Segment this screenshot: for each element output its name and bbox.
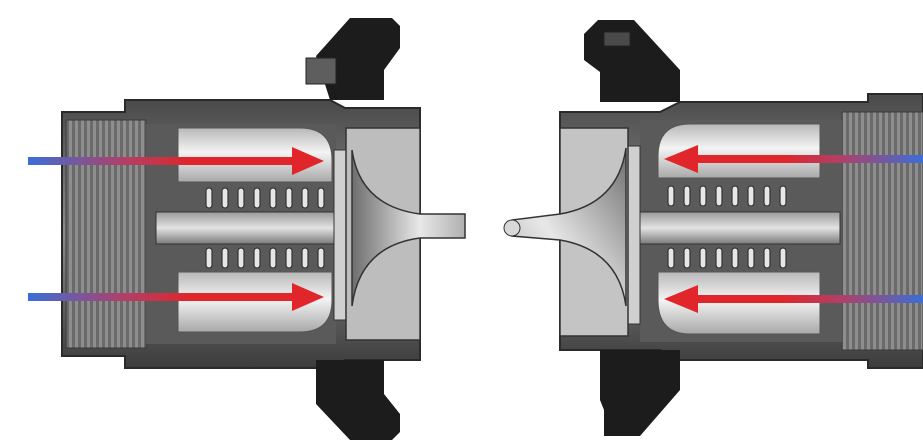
left-valve-seat (333, 149, 347, 321)
left-spring-lower (205, 247, 325, 269)
right-thread-bore (841, 111, 923, 351)
right-collar-top (584, 20, 680, 102)
right-shaft (639, 211, 841, 245)
left-flow-arrow-lower (28, 283, 324, 311)
left-shaft (155, 211, 352, 245)
right-collar-bottom (600, 350, 680, 436)
right-coupling-half (503, 20, 923, 436)
right-spring-lower (667, 247, 787, 269)
right-latch (603, 31, 631, 47)
right-spring-upper (667, 185, 787, 207)
right-valve-seat (627, 145, 641, 325)
right-flow-arrow-upper (664, 145, 923, 173)
left-collar-top (316, 18, 400, 100)
left-coupling-half (61, 18, 466, 440)
right-flow-arrow-lower (664, 285, 923, 313)
left-flow-arrow-upper (28, 147, 324, 175)
left-thread-bore (65, 119, 147, 349)
left-collar-bottom (316, 360, 400, 440)
left-spring-upper (205, 187, 325, 209)
right-upper-chamber (657, 123, 821, 179)
left-flow-arrows (28, 147, 324, 311)
right-flow-arrows (664, 145, 923, 313)
left-poppet-cone (351, 149, 466, 307)
left-latch (305, 57, 337, 85)
right-pin-tip (503, 219, 521, 237)
